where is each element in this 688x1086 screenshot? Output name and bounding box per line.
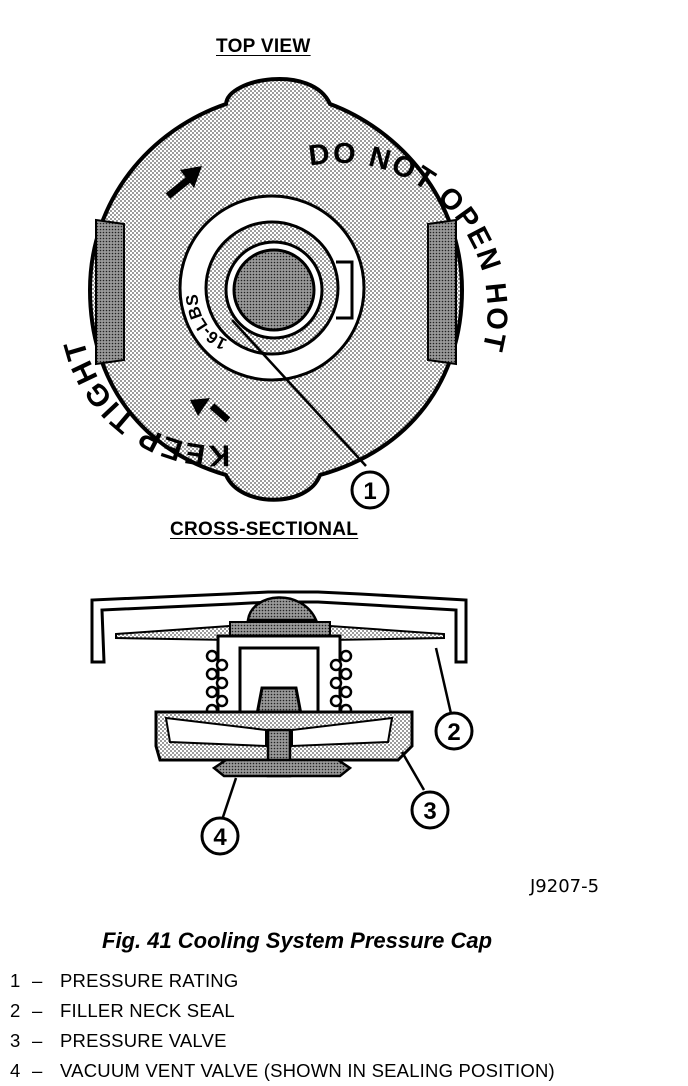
left-grip-band <box>95 218 125 366</box>
cap-top-view: KEEP TIGHT DO NOT OPEN HOT 16-LBS <box>58 76 511 502</box>
legend-item: 1–PRESSURE RATING <box>10 966 555 996</box>
center-boss <box>232 248 316 332</box>
legend-item: 3–PRESSURE VALVE <box>10 1026 555 1056</box>
top-dome <box>246 596 318 622</box>
callout-3: 3 <box>410 790 450 830</box>
figure-id: J9207-5 <box>530 876 600 897</box>
cap-cross-section <box>90 590 468 821</box>
legend-dash: – <box>32 1000 43 1021</box>
legend-text: PRESSURE RATING <box>60 970 239 991</box>
legend-item: 2–FILLER NECK SEAL <box>10 996 555 1026</box>
legend-number: 3 <box>10 1030 21 1051</box>
cross-sectional-heading: CROSS-SECTIONAL <box>170 519 359 540</box>
legend-number: 1 <box>10 970 21 991</box>
right-grip-band <box>427 218 457 366</box>
outer-shell <box>90 590 468 664</box>
svg-text:3: 3 <box>423 798 436 825</box>
legend-text: PRESSURE VALVE <box>60 1030 227 1051</box>
svg-text:1: 1 <box>363 478 376 505</box>
callout-3-leader <box>400 751 426 791</box>
top-view-heading: TOP VIEW <box>216 36 311 57</box>
vacuum-vent-valve <box>211 758 353 778</box>
pressure-cap-diagram: KEEP TIGHT DO NOT OPEN HOT 16-LBS <box>58 76 511 856</box>
legend-number: 4 <box>10 1060 21 1081</box>
legend-text: VACUUM VENT VALVE (SHOWN IN SEALING POSI… <box>60 1060 555 1081</box>
svg-text:4: 4 <box>213 824 227 851</box>
callout-1: 1 <box>350 470 390 510</box>
legend-number: 2 <box>10 1000 21 1021</box>
callout-2-leader <box>434 647 454 719</box>
legend-dash: – <box>32 1030 43 1051</box>
svg-text:2: 2 <box>447 719 460 746</box>
figure-caption: Fig. 41 Cooling System Pressure Cap <box>102 928 493 953</box>
legend-text: FILLER NECK SEAL <box>60 1000 235 1021</box>
callout-1-leader <box>231 319 367 467</box>
legend-item: 4–VACUUM VENT VALVE (SHOWN IN SEALING PO… <box>10 1056 555 1086</box>
arrow-up-icon <box>165 166 202 199</box>
legend-dash: – <box>32 970 43 991</box>
callout-2: 2 <box>434 711 474 751</box>
legend-dash: – <box>32 1060 43 1081</box>
legend-list: 1–PRESSURE RATING 2–FILLER NECK SEAL 3–P… <box>10 966 555 1086</box>
ring-bracket <box>336 260 354 320</box>
callout-4-leader <box>220 777 238 821</box>
callout-4: 4 <box>200 816 240 856</box>
filler-neck-seal <box>115 624 231 642</box>
arrow-down-icon <box>190 398 231 423</box>
